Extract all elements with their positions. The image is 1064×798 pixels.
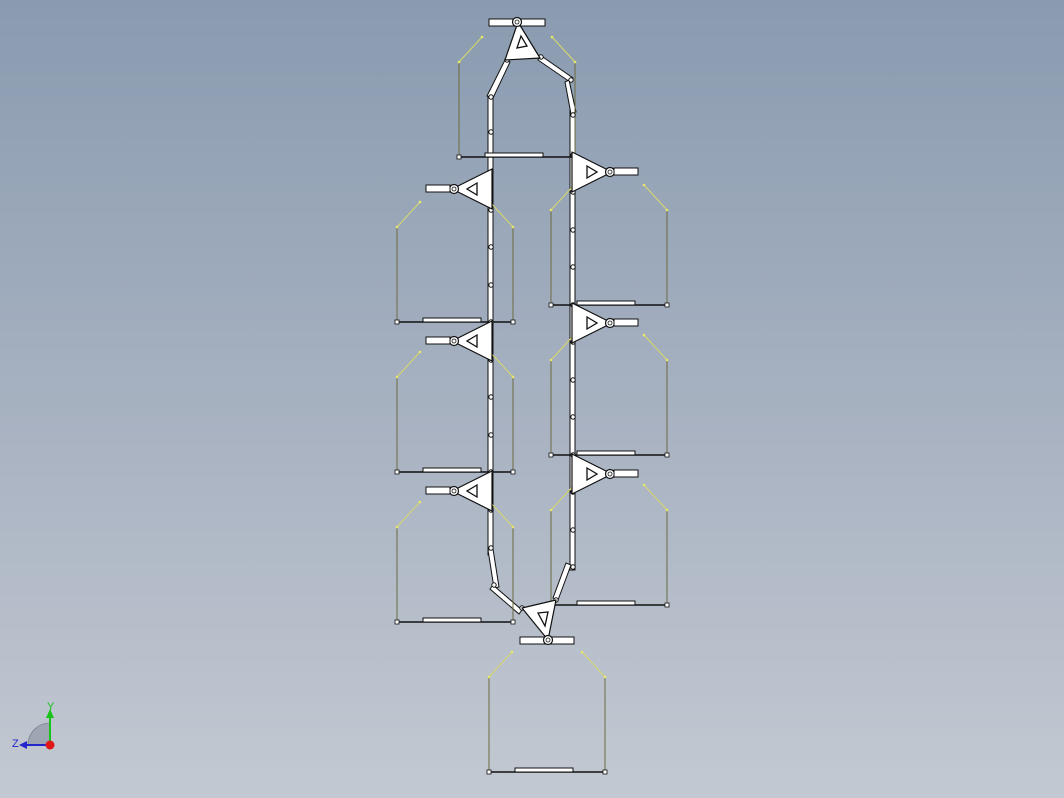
- z-axis-label: Z: [12, 738, 19, 750]
- chain-pins: [488, 54, 576, 611]
- hanger-bottom[interactable]: [519, 599, 575, 646]
- chain: [486, 54, 577, 615]
- y-axis-label: Y: [47, 701, 55, 713]
- hanger-right-2[interactable]: [571, 302, 639, 344]
- pan-right-2[interactable]: [548, 333, 670, 458]
- pan-left-1[interactable]: [394, 199, 516, 325]
- hanger-left-3[interactable]: [425, 470, 493, 512]
- pan-right-1[interactable]: [548, 182, 670, 308]
- triad-quadrant: [27, 722, 51, 746]
- hanger-left-2[interactable]: [425, 320, 493, 362]
- hanger-top[interactable]: [488, 16, 546, 61]
- x-axis-origin-dot: [45, 740, 55, 750]
- pan-right-3[interactable]: [548, 483, 670, 608]
- pan-left-3[interactable]: [394, 500, 516, 625]
- y-axis-arrow-icon: [46, 709, 54, 718]
- z-axis-arrow-icon: [19, 741, 27, 749]
- hanger-right-3[interactable]: [571, 453, 639, 495]
- hanger-left-1[interactable]: [425, 168, 493, 210]
- hanger-right-1[interactable]: [571, 151, 639, 193]
- pan-left-2[interactable]: [394, 350, 516, 475]
- orientation-triad[interactable]: Y Z: [12, 701, 55, 750]
- pan-bottom[interactable]: [486, 650, 608, 775]
